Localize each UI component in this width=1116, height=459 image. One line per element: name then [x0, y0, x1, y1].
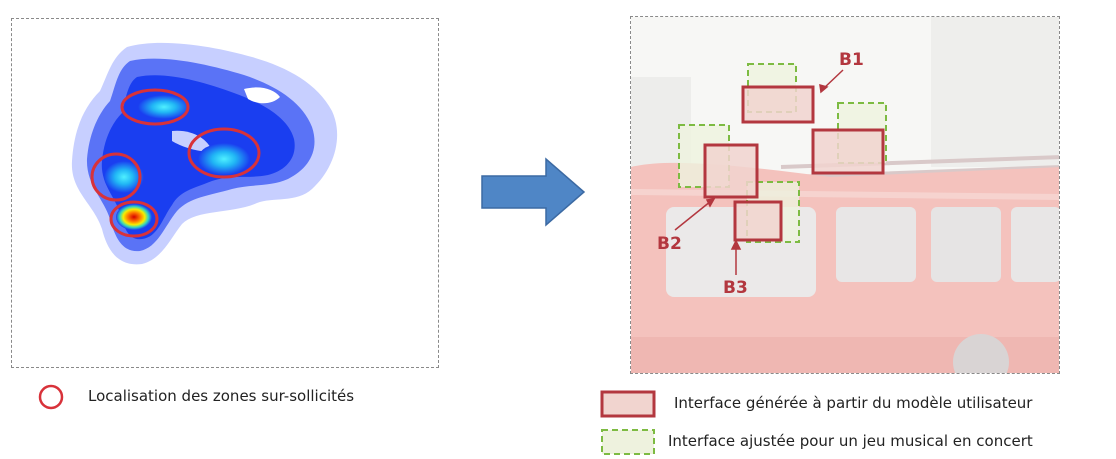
heatmap-graphic: [71, 42, 338, 265]
heat-blob-top: [138, 95, 190, 119]
van-scene: B1 B2 B3: [631, 17, 1059, 373]
interface-panel: B1 B2 B3: [630, 16, 1060, 374]
label-b2: B2: [657, 234, 682, 254]
generated-box-4: [733, 200, 783, 242]
heat-blob-hot: [116, 204, 152, 230]
adjusted-legend-icon: [601, 429, 655, 455]
heatmap-panel: [11, 18, 439, 368]
generated-box-2: [811, 128, 885, 175]
generated-legend-icon: [600, 390, 656, 418]
zone-circle-3: [90, 152, 142, 202]
zone-circle-4: [109, 200, 159, 238]
heat-blob-left: [104, 161, 144, 193]
heat-blob-right: [198, 143, 250, 175]
transform-arrow-icon: [481, 157, 586, 227]
zone-circle-2: [187, 127, 261, 179]
legend-adjusted: Interface ajustée pour un jeu musical en…: [668, 432, 1033, 450]
generated-box-3: [703, 143, 759, 199]
generated-box-1: [741, 85, 815, 124]
left-caption: Localisation des zones sur-sollicités: [88, 387, 355, 405]
heat-gap: [244, 87, 280, 104]
legend-generated: Interface générée à partir du modèle uti…: [674, 394, 1033, 412]
zone-legend-icon: [38, 384, 64, 410]
label-b3: B3: [723, 278, 748, 298]
label-b1: B1: [839, 50, 864, 70]
zone-circle-1: [120, 88, 190, 126]
